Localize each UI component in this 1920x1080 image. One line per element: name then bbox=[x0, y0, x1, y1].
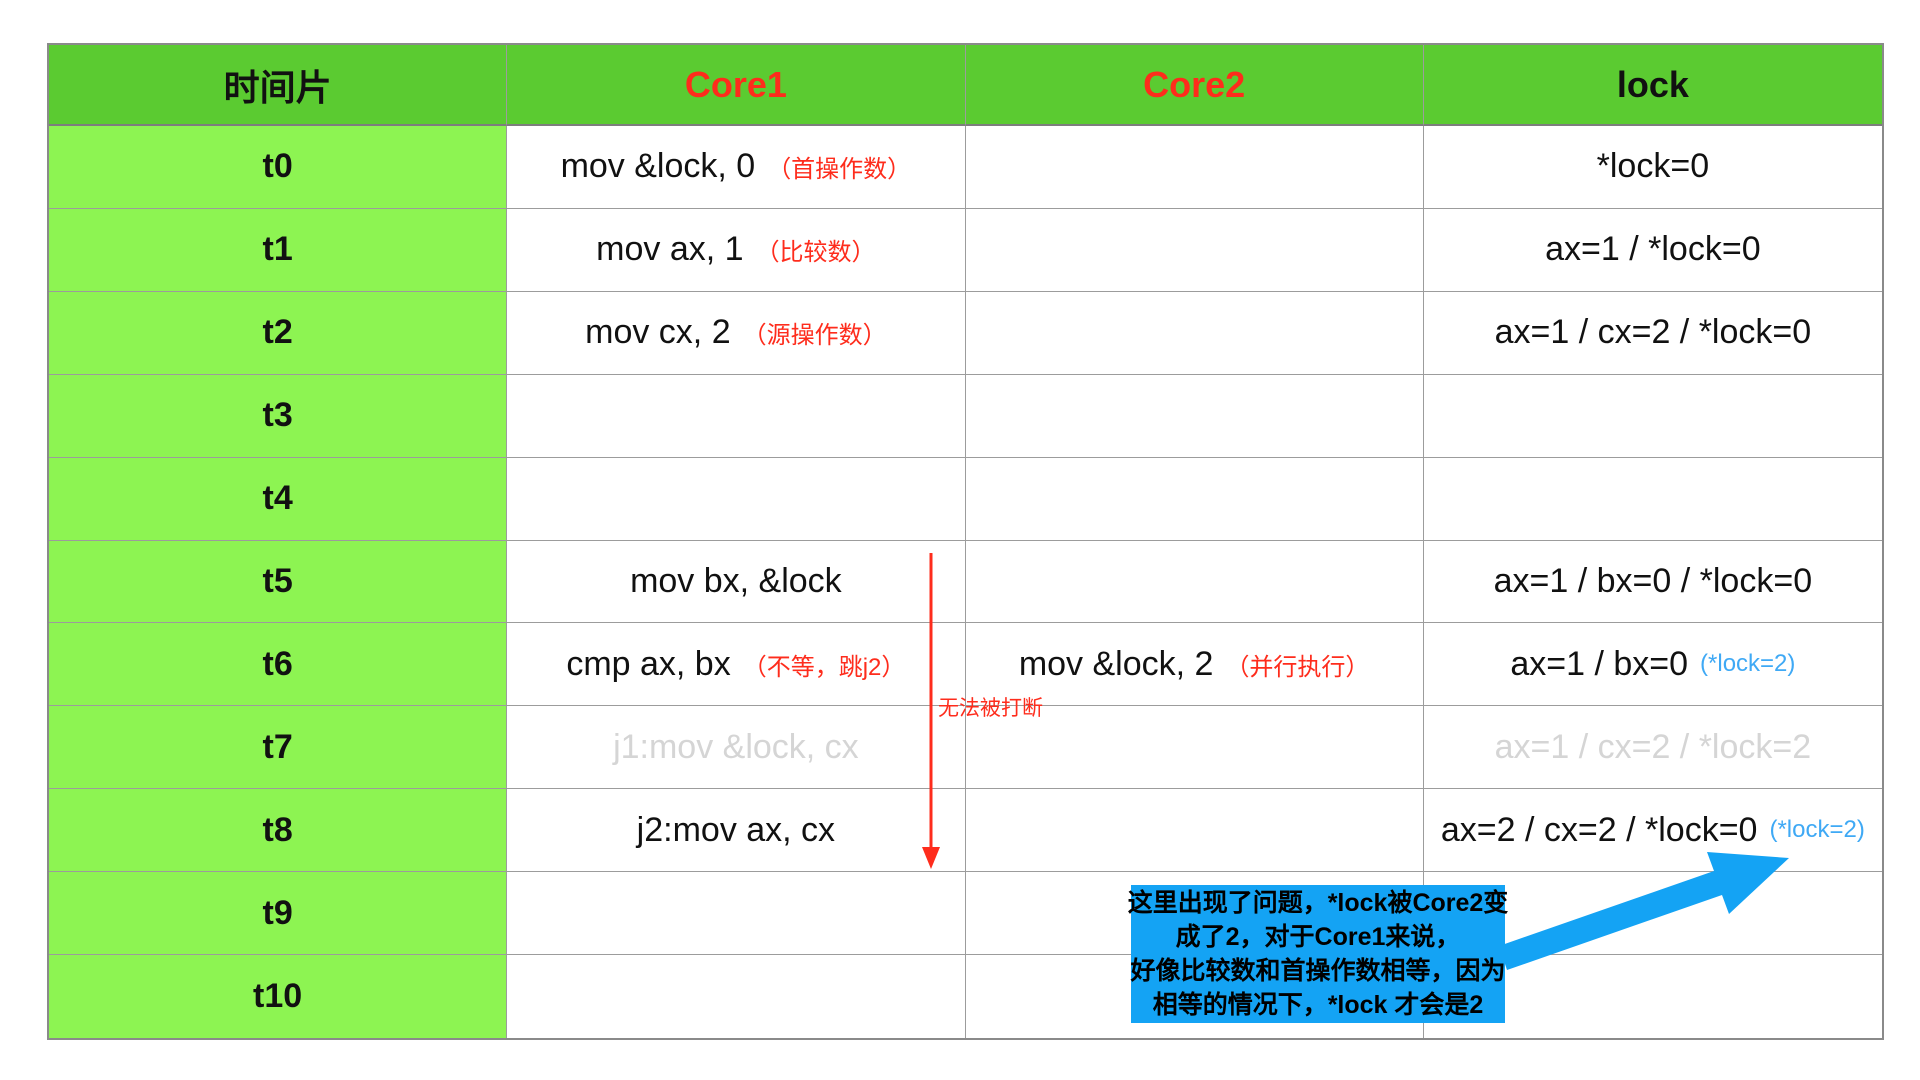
timeslice-t9: t9 bbox=[49, 872, 508, 956]
cell-t3-core1 bbox=[507, 374, 966, 458]
timeslice-t10: t10 bbox=[49, 955, 508, 1038]
cell-t6-core2: mov &lock, 2（并行执行） bbox=[965, 623, 1424, 707]
callout-line: 成了2，对于Core1来说， bbox=[1175, 923, 1461, 951]
header-timeslice: 时间片 bbox=[49, 45, 508, 126]
cell-t3-lock bbox=[1423, 375, 1882, 458]
skipped-instruction-text: j1:mov &lock, cx bbox=[613, 727, 859, 766]
cell-t5-core1: mov bx, &lock bbox=[507, 540, 966, 624]
timeslice-t2: t2 bbox=[49, 291, 508, 375]
red-annotation: （不等，跳j2） bbox=[742, 653, 906, 681]
cell-t0-lock: *lock=0 bbox=[1423, 126, 1882, 209]
timeslice-t1: t1 bbox=[49, 208, 508, 292]
timeslice-t4: t4 bbox=[49, 457, 508, 541]
cell-t9-core1 bbox=[507, 872, 966, 956]
cell-t6-core1: cmp ax, bx（不等，跳j2） bbox=[507, 623, 966, 707]
cell-t4-core2 bbox=[965, 457, 1424, 541]
cell-t1-lock: ax=1 / *lock=0 bbox=[1423, 209, 1882, 292]
red-annotation: （首操作数） bbox=[767, 156, 912, 184]
red-annotation: （源操作数） bbox=[742, 322, 887, 350]
header-core1: Core1 bbox=[507, 45, 966, 126]
cell-t3-core2 bbox=[965, 374, 1424, 458]
cell-t8-core1: j2:mov ax, cx bbox=[507, 789, 966, 873]
blue-lock-annotation: (*lock=2) bbox=[1769, 816, 1865, 844]
problem-callout-box: 这里出现了问题，*lock被Core2变 成了2，对于Core1来说， 好像比较… bbox=[1128, 885, 1508, 1023]
cell-t7-core2 bbox=[965, 706, 1424, 790]
timeslice-t5: t5 bbox=[49, 540, 508, 624]
timeline-table: 时间片 Core1 Core2 lock t0 mov &lock, 0 （首操作… bbox=[47, 43, 1884, 1040]
red-annotation: （比较数） bbox=[755, 239, 876, 267]
cell-t10-core1 bbox=[507, 955, 966, 1038]
callout-line: 这里出现了问题，*lock被Core2变 bbox=[1127, 889, 1509, 917]
header-lock: lock bbox=[1423, 45, 1882, 126]
cell-t8-core2 bbox=[965, 789, 1424, 873]
timeslice-t7: t7 bbox=[49, 706, 508, 790]
cell-t8-lock: ax=2 / cx=2 / *lock=0(*lock=2) bbox=[1423, 789, 1882, 873]
cell-t4-core1 bbox=[507, 457, 966, 541]
skipped-lock-state-text: ax=1 / cx=2 / *lock=2 bbox=[1494, 727, 1812, 766]
cell-t7-core1: j1:mov &lock, cx bbox=[507, 706, 966, 790]
header-core2: Core2 bbox=[965, 45, 1424, 126]
callout-line: 好像比较数和首操作数相等，因为 bbox=[1130, 957, 1506, 985]
cell-t2-lock: ax=1 / cx=2 / *lock=0 bbox=[1423, 292, 1882, 375]
timeslice-t3: t3 bbox=[49, 374, 508, 458]
timeslice-t0: t0 bbox=[49, 126, 508, 209]
cell-t2-core2 bbox=[965, 291, 1424, 375]
blue-lock-annotation: (*lock=2) bbox=[1700, 650, 1796, 678]
lock-state-text: *lock=0 bbox=[1596, 147, 1710, 186]
cell-t6-lock: ax=1 / bx=0(*lock=2) bbox=[1423, 623, 1882, 707]
timeslice-t6: t6 bbox=[49, 623, 508, 707]
cell-t5-core2 bbox=[965, 540, 1424, 624]
cell-t0-core2 bbox=[965, 126, 1424, 209]
cell-t4-lock bbox=[1423, 458, 1882, 541]
cell-t5-lock: ax=1 / bx=0 / *lock=0 bbox=[1423, 541, 1882, 624]
instruction-text: mov &lock, 0 bbox=[560, 147, 756, 186]
callout-line: 相等的情况下，*lock 才会是2 bbox=[1152, 991, 1484, 1019]
cell-t2-core1: mov cx, 2（源操作数） bbox=[507, 291, 966, 375]
cell-t1-core1: mov ax, 1（比较数） bbox=[507, 208, 966, 292]
cell-t7-lock: ax=1 / cx=2 / *lock=2 bbox=[1423, 706, 1882, 790]
timeslice-t8: t8 bbox=[49, 789, 508, 873]
red-annotation: （并行执行） bbox=[1225, 653, 1370, 681]
uninterruptible-label: 无法被打断 bbox=[938, 697, 1043, 720]
cell-t0-core1: mov &lock, 0 （首操作数） bbox=[507, 126, 966, 209]
cell-t1-core2 bbox=[965, 208, 1424, 292]
